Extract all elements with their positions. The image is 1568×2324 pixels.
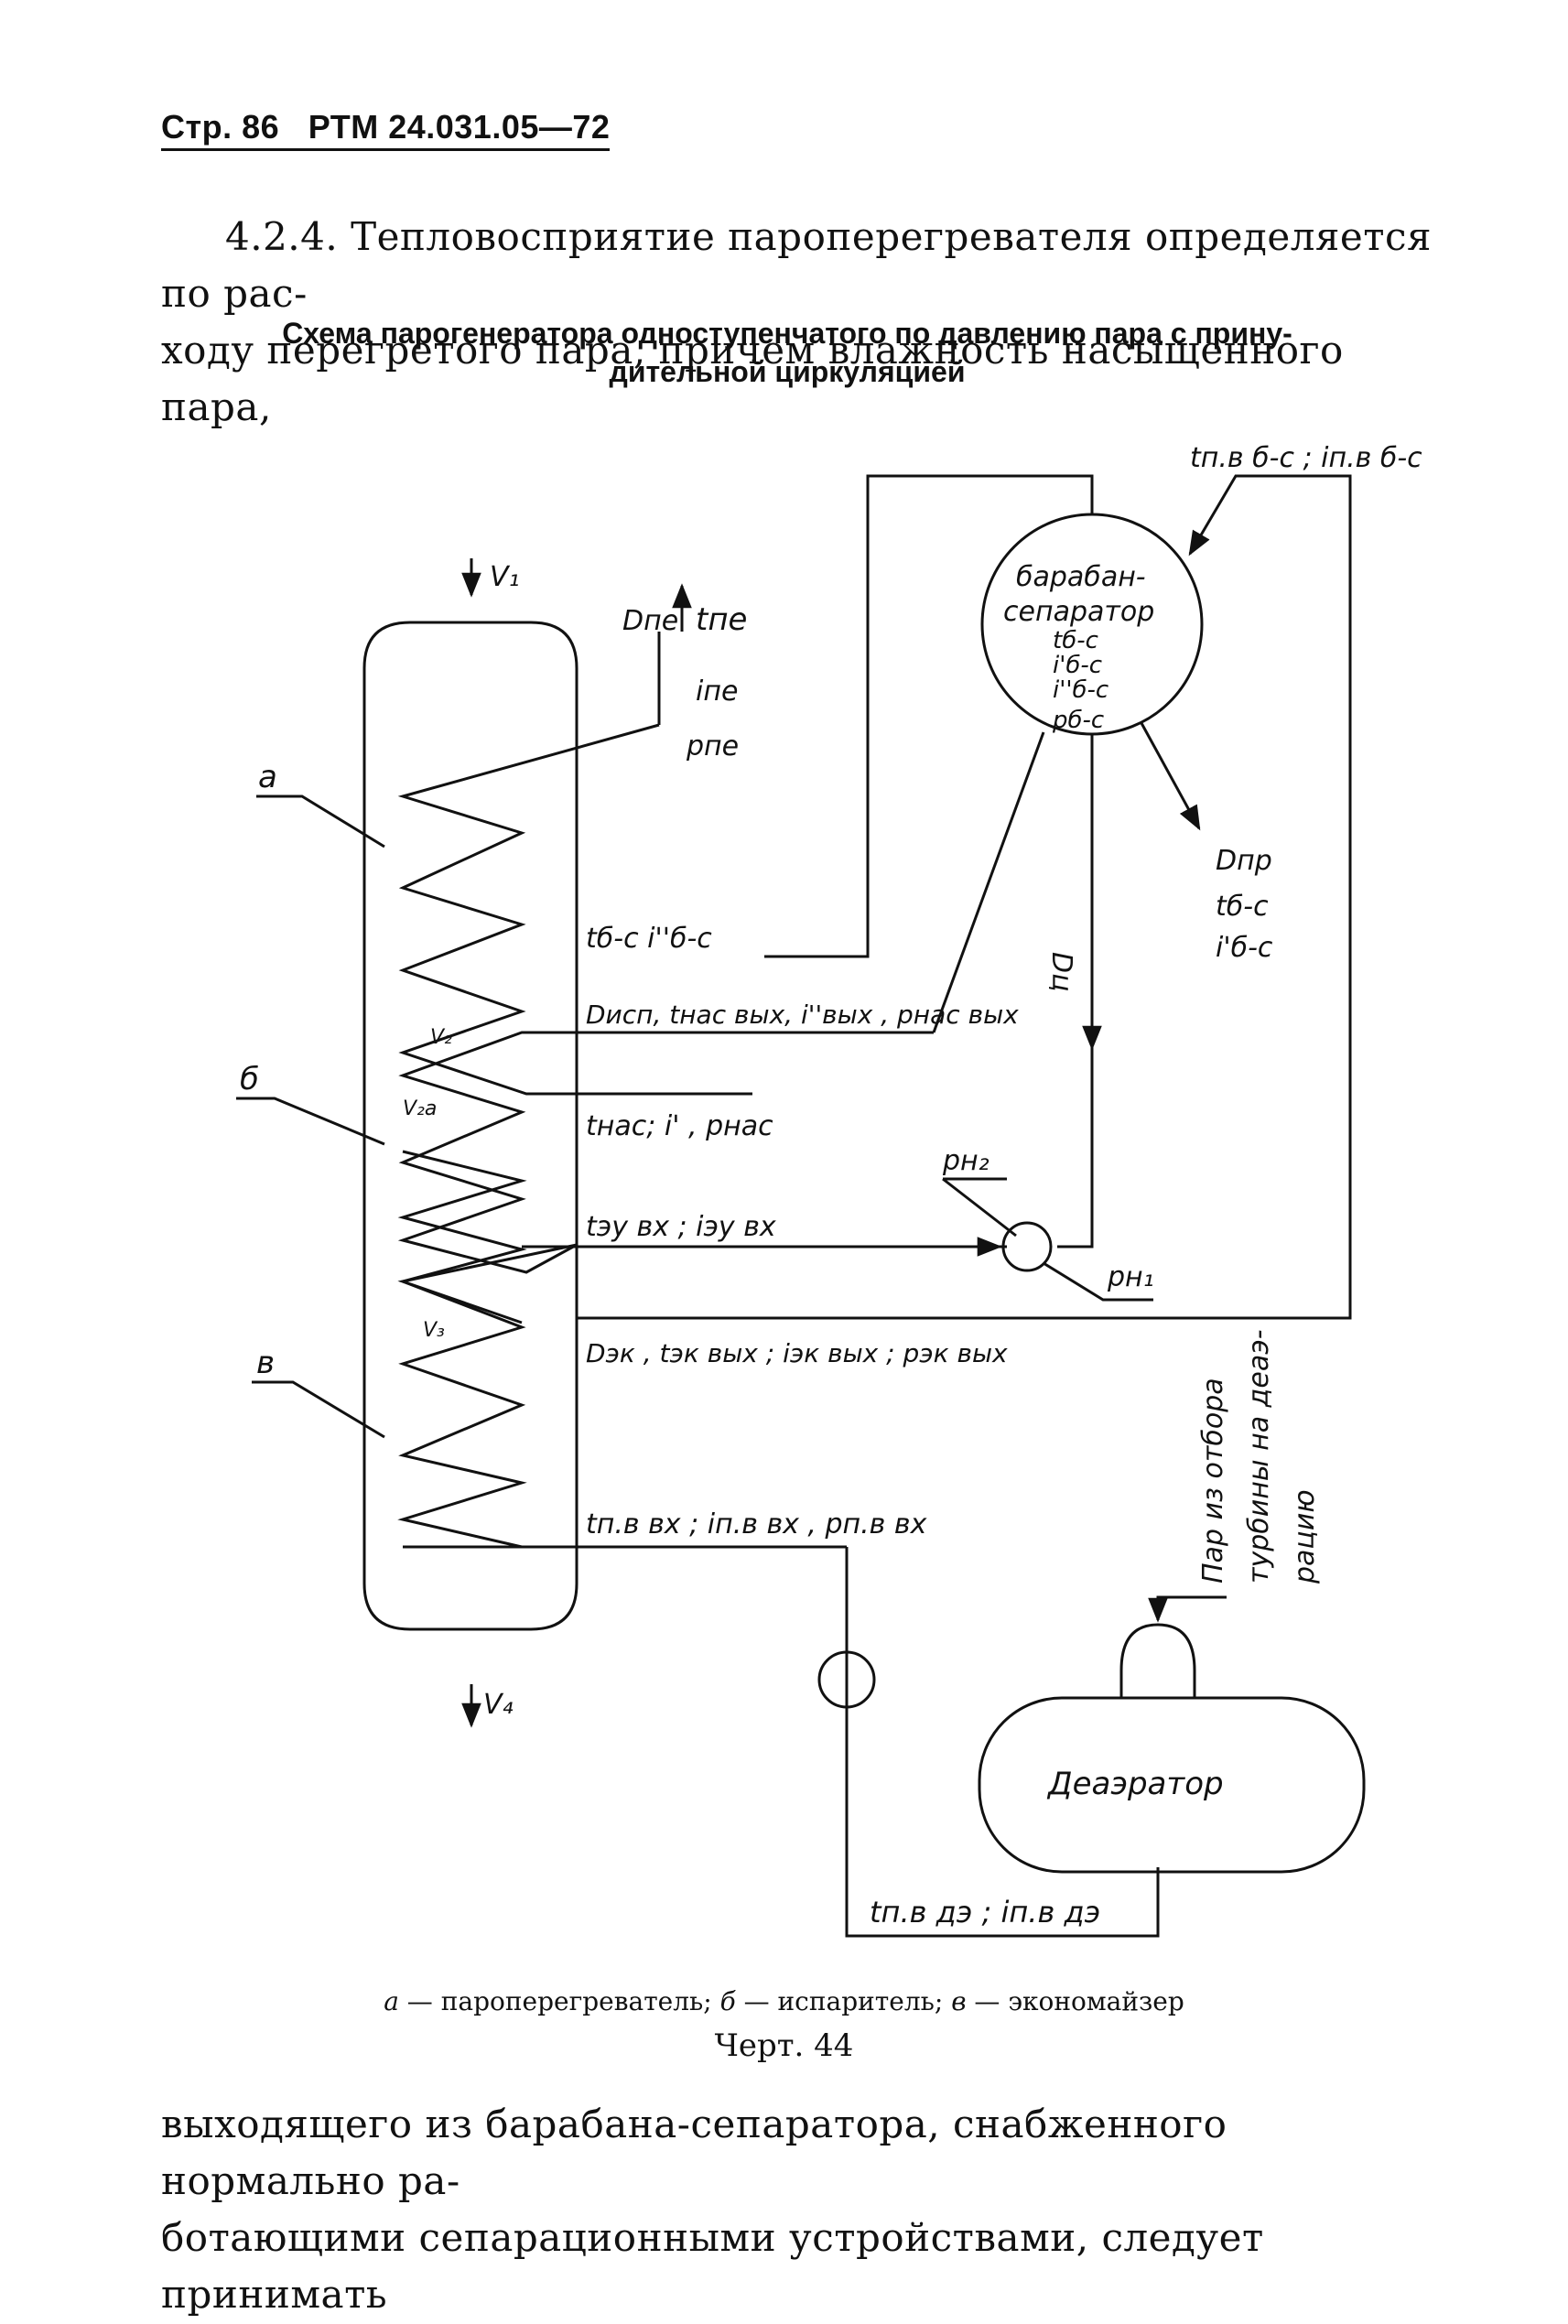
figure-title: Схема парогенератора одноступенчатого по… bbox=[220, 314, 1355, 391]
page-number: Стр. 86 bbox=[161, 108, 280, 146]
drum-name-line-1: барабан- bbox=[1016, 561, 1146, 593]
circulation-down-line bbox=[1057, 734, 1094, 1248]
legend-text-b: — испаритель; bbox=[735, 1986, 952, 2016]
leader-b bbox=[236, 1097, 385, 1146]
label-line-isp: Dисп, tнас вых, i''вых , pнас вых bbox=[586, 1000, 1019, 1030]
label-v3: V₃ bbox=[423, 1319, 445, 1342]
label-deaerator: Деаэратор bbox=[1046, 1766, 1224, 1802]
label-line-de: tп.в дэ ; iп.в дэ bbox=[870, 1895, 1100, 1929]
deaerator-tank bbox=[978, 1696, 1366, 1874]
label-section-b: б bbox=[240, 1061, 259, 1097]
top-paragraph-line-1: 4.2.4. Тепловосприятие пароперегревателя… bbox=[161, 214, 1433, 316]
evaporator-coil bbox=[397, 1031, 934, 1324]
circulation-pump bbox=[1001, 1221, 1053, 1272]
label-t-pe: tпе bbox=[696, 601, 747, 638]
leader-v bbox=[252, 1380, 385, 1439]
superheater-coil bbox=[397, 723, 752, 1096]
label-top-right: tп.в б-с ; iп.в б-с bbox=[1190, 442, 1422, 474]
top-paragraph-line-2: ходу перегретого пара, причем влажность … bbox=[161, 328, 1344, 429]
legend-key-b: б bbox=[719, 1986, 736, 2016]
legend-text-c: — экономайзер bbox=[966, 1986, 1184, 2016]
drum-top-line bbox=[764, 474, 1094, 958]
figure-number: Черт. 44 bbox=[714, 2027, 854, 2064]
drum-name-line-2: сепаратор bbox=[1003, 596, 1154, 628]
bottom-paragraph: выходящего из барабана-сепаратора, снабж… bbox=[161, 2096, 1443, 2323]
steam-extraction-line bbox=[1148, 1595, 1227, 1623]
label-line-ek: Dэк , tэк вых ; iэк вых ; pэк вых bbox=[586, 1338, 1008, 1368]
pump-p2-line bbox=[942, 1177, 1017, 1238]
boiler-vessel bbox=[362, 621, 579, 1631]
label-v2a: V₂a bbox=[403, 1097, 437, 1120]
legend-key-a: а bbox=[384, 1986, 399, 2016]
header-underline bbox=[161, 148, 610, 151]
top-paragraph: 4.2.4. Тепловосприятие пароперегревателя… bbox=[161, 209, 1443, 436]
legend-key-c: в bbox=[951, 1986, 967, 2016]
label-i1-bs: i'б-с bbox=[1216, 932, 1273, 964]
label-line-a: tб-с i''б-с bbox=[586, 923, 712, 955]
label-section-a: а bbox=[258, 759, 277, 795]
pump-p1-line bbox=[1043, 1261, 1153, 1302]
label-section-v: в bbox=[256, 1345, 275, 1381]
label-p-n2: pн₂ bbox=[942, 1145, 989, 1177]
label-i-pe: iпе bbox=[696, 676, 738, 708]
label-line-ezu: tэу вх ; iэу вх bbox=[586, 1211, 776, 1243]
label-p-n1: pн₁ bbox=[1107, 1261, 1154, 1293]
figure-title-line-2: дительной циркуляцией bbox=[609, 355, 966, 388]
label-line-pv: tп.в вх ; iп.в вх , pп.в вх bbox=[586, 1508, 927, 1540]
label-d-c: Dц bbox=[1045, 952, 1077, 992]
drum-t: tб-с bbox=[1053, 627, 1098, 654]
bottom-paragraph-line-2: ботающими сепарационными устройствами, с… bbox=[161, 2215, 1264, 2317]
figure-title-line-1: Схема парогенератора одноступенчатого по… bbox=[282, 317, 1292, 350]
label-v2: V₂ bbox=[430, 1026, 452, 1049]
label-steam-2: турбины на деаэ- bbox=[1243, 1329, 1275, 1584]
feedwater-return-line bbox=[577, 474, 1352, 1320]
figure-legend: а — пароперегреватель; б — испаритель; в… bbox=[0, 1986, 1568, 2016]
label-p-pe: pпе bbox=[686, 730, 739, 762]
feedwater-pump bbox=[817, 1650, 876, 1709]
drum-i2: i''б-с bbox=[1053, 676, 1108, 704]
label-d-pr: Dпр bbox=[1216, 845, 1272, 877]
deaerator-dome bbox=[1119, 1623, 1196, 1698]
label-t-bs: tб-с bbox=[1216, 891, 1269, 923]
drum-to-evaporator-line bbox=[932, 731, 1045, 1033]
document-code: РТМ 24.031.05—72 bbox=[308, 108, 611, 146]
page-header: Стр. 86 РТМ 24.031.05—72 bbox=[161, 108, 610, 146]
drum-i1: i'б-с bbox=[1053, 652, 1102, 679]
label-v1: V₁ bbox=[490, 561, 520, 593]
label-line-nas: tнас; i' , pнас bbox=[586, 1110, 773, 1142]
evaporator-coil-lower bbox=[397, 1150, 527, 1549]
label-steam-3: рацию bbox=[1289, 1489, 1321, 1584]
leader-a bbox=[256, 794, 385, 849]
label-v4: V₄ bbox=[483, 1689, 514, 1721]
legend-text-a: — пароперегреватель; bbox=[398, 1986, 720, 2016]
feedwater-pump-lines bbox=[845, 1708, 1160, 1938]
drum-p: pб-с bbox=[1052, 707, 1104, 734]
drum-blowdown-line bbox=[1140, 722, 1201, 831]
label-steam-1: Пар из отбора bbox=[1197, 1378, 1229, 1584]
bottom-paragraph-line-1: выходящего из барабана-сепаратора, снабж… bbox=[161, 2102, 1227, 2203]
label-d-pe: Dпе bbox=[622, 605, 678, 637]
